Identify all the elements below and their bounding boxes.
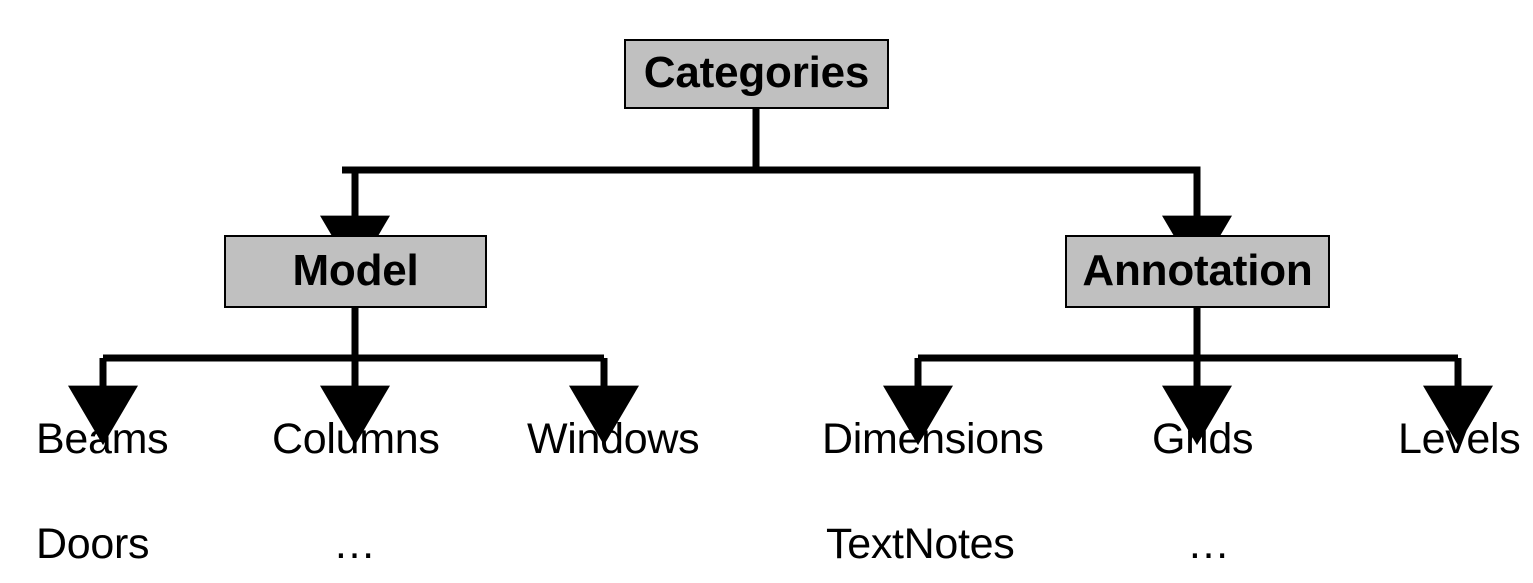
node-annotation[interactable]: Annotation: [1065, 235, 1330, 308]
leaf-dimensions[interactable]: Dimensions: [822, 415, 1044, 463]
connector-to-model: [320, 166, 390, 276]
ellipsis-annotation: …: [1187, 520, 1231, 568]
node-annotation-label: Annotation: [1082, 245, 1313, 295]
ellipsis-model: …: [333, 520, 377, 568]
leaf-beams[interactable]: Beams: [36, 415, 169, 463]
connector-model-child-arrows: [68, 358, 639, 446]
leaf-columns[interactable]: Columns: [272, 415, 440, 463]
node-categories-label: Categories: [643, 48, 870, 97]
connector-annotation-child-arrows: [883, 358, 1493, 446]
node-categories[interactable]: Categories: [624, 39, 889, 109]
connector-to-annotation: [1162, 166, 1232, 276]
leaf-grids[interactable]: Grids: [1152, 415, 1254, 463]
leaf-doors[interactable]: Doors: [36, 520, 150, 568]
leaf-levels[interactable]: Levels: [1398, 415, 1521, 463]
node-model[interactable]: Model: [224, 235, 487, 308]
leaf-textnotes[interactable]: TextNotes: [826, 520, 1015, 568]
leaf-windows[interactable]: Windows: [527, 415, 700, 463]
node-model-label: Model: [292, 245, 419, 295]
